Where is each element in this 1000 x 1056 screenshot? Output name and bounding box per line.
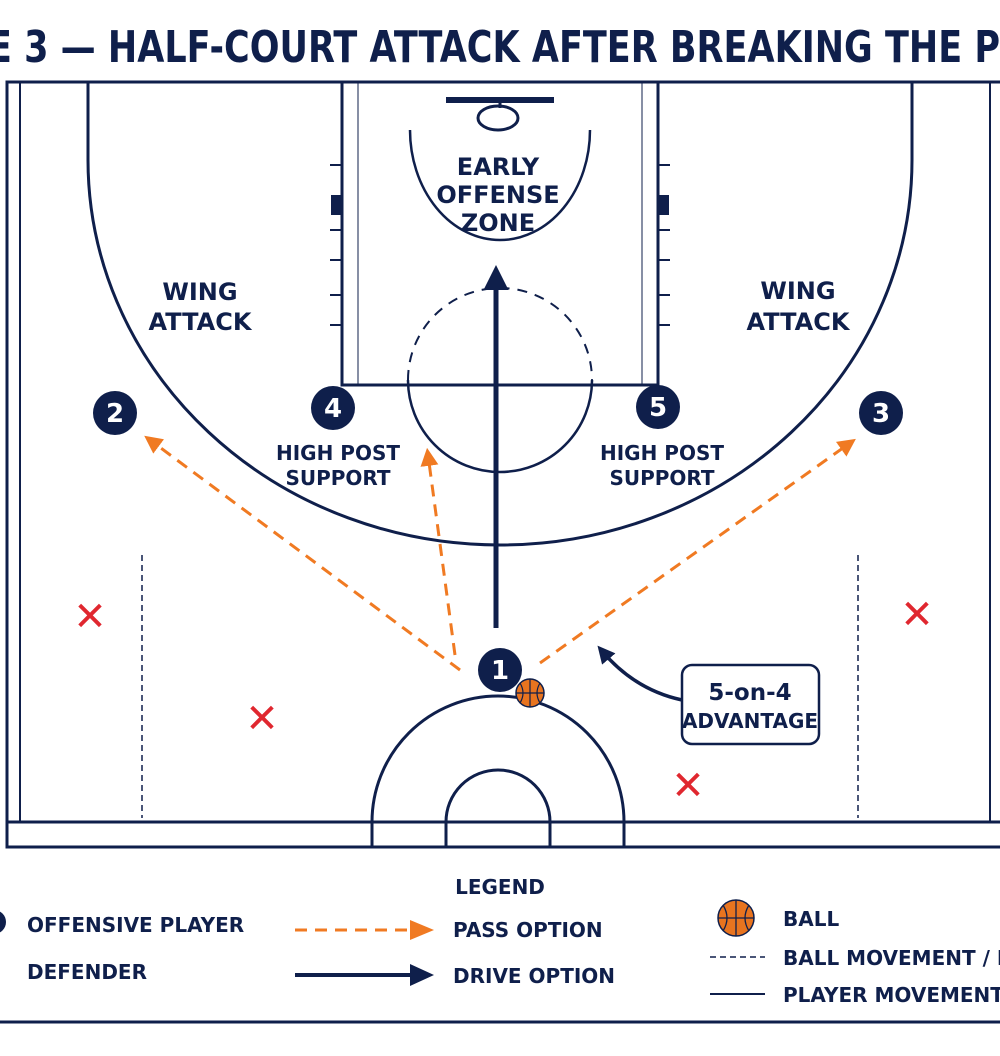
legend: LEGEND OFFENSIVE PLAYER DEFENDER PASS OP… xyxy=(0,875,1000,1024)
high-post-right-label-1: HIGH POST xyxy=(600,441,724,465)
early-offense-label-2: OFFENSE xyxy=(436,181,559,209)
court-lines xyxy=(5,80,1000,849)
three-point-line xyxy=(86,82,914,547)
block-mark-left xyxy=(331,195,342,215)
legend-title: LEGEND xyxy=(455,875,545,899)
legend-label-ball-movement: BALL MOVEMENT / PASS xyxy=(783,946,1000,970)
player-4: 4 xyxy=(311,386,355,430)
defender-icon: ✕ xyxy=(73,594,107,640)
player-3-number: 3 xyxy=(872,399,890,429)
player-1-number: 1 xyxy=(491,656,509,686)
legend-label-player-movement: PLAYER MOVEMENT / DRIV xyxy=(783,983,1000,1007)
diagram-title: E 3 — HALF-COURT ATTACK AFTER BREAKING T… xyxy=(0,22,1000,73)
advantage-callout-line-1: 5-on-4 xyxy=(708,680,791,706)
early-offense-label-1: EARLY xyxy=(457,153,540,181)
defender-icon: ✕ xyxy=(671,763,705,809)
free-throw-circle-solid xyxy=(406,379,594,474)
wing-left-label-1: WING xyxy=(162,278,237,306)
wing-right-label-2: ATTACK xyxy=(747,308,851,336)
legend-label-pass-option: PASS OPTION xyxy=(453,918,603,942)
block-mark-right xyxy=(658,195,669,215)
offensive-player-icon xyxy=(0,911,6,933)
center-circle-inner xyxy=(444,768,552,847)
wing-left-label-2: ATTACK xyxy=(149,308,253,336)
pass-arrow-to-4 xyxy=(420,447,457,656)
hoop xyxy=(476,104,520,132)
callout-arrow xyxy=(597,645,683,702)
player-2-number: 2 xyxy=(106,399,124,429)
defender-icon: ✕ xyxy=(900,592,934,638)
restricted-area-arc xyxy=(408,129,592,242)
legend-label-ball: BALL xyxy=(783,907,839,931)
player-4-number: 4 xyxy=(324,394,342,424)
legend-label-drive-option: DRIVE OPTION xyxy=(453,964,615,988)
player-1: 1 xyxy=(478,648,522,692)
center-circle-outer xyxy=(370,694,626,847)
early-offense-label-3: ZONE xyxy=(461,209,535,237)
pass-arrow-to-2 xyxy=(144,435,461,672)
basketball-icon xyxy=(515,678,545,708)
basketball-icon xyxy=(717,899,755,937)
free-throw-lane xyxy=(340,82,660,387)
legend-label-defender: DEFENDER xyxy=(27,960,147,984)
player-5: 5 xyxy=(636,385,680,429)
high-post-left-label-2: SUPPORT xyxy=(285,466,390,490)
high-post-left-label-1: HIGH POST xyxy=(276,441,400,465)
pass-arrows xyxy=(144,435,856,672)
player-2: 2 xyxy=(93,391,137,435)
advantage-callout-box xyxy=(680,663,821,746)
defender-icon: ✕ xyxy=(245,696,279,742)
legend-label-offensive-player: OFFENSIVE PLAYER xyxy=(27,913,244,937)
wing-right-label-1: WING xyxy=(760,277,835,305)
high-post-right-label-2: SUPPORT xyxy=(609,466,714,490)
player-5-number: 5 xyxy=(649,393,667,423)
pass-arrow-to-3 xyxy=(539,438,856,665)
player-3: 3 xyxy=(859,391,903,435)
advantage-callout-line-2: ADVANTAGE xyxy=(682,709,818,733)
free-throw-circle-dashed xyxy=(407,287,593,381)
